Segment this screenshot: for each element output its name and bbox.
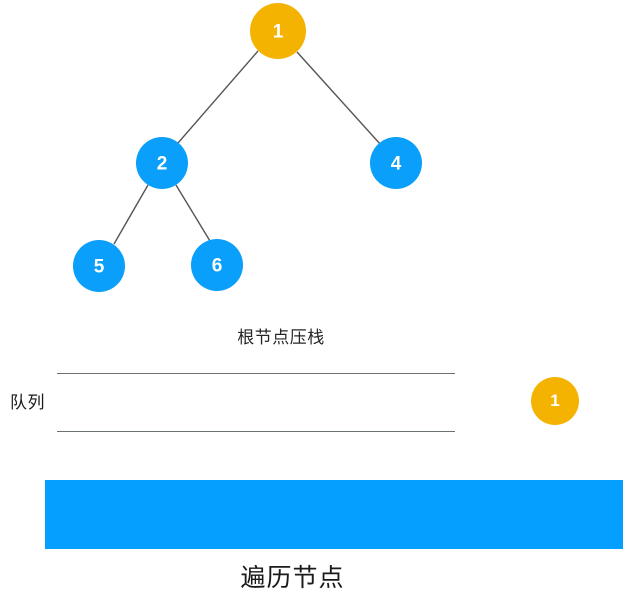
edge-2-5 (113, 184, 149, 245)
queue-rail-top (57, 373, 455, 374)
tree-edges (113, 50, 382, 245)
queue-label: 队列 (10, 393, 45, 412)
node-label: 4 (391, 154, 402, 175)
node-circle[interactable] (73, 240, 125, 292)
tree-node-5[interactable]: 5 (73, 240, 125, 292)
traverse-progress-bar (45, 480, 623, 549)
node-label: 1 (273, 22, 284, 43)
tree-node-6[interactable]: 6 (191, 239, 243, 291)
tree-node-2[interactable]: 2 (136, 137, 188, 189)
node-circle[interactable] (370, 137, 422, 189)
queue-item-1[interactable]: 1 (531, 377, 579, 425)
tree-node-4[interactable]: 4 (370, 137, 422, 189)
node-circle[interactable] (136, 137, 188, 189)
node-circle[interactable] (191, 239, 243, 291)
node-label: 5 (94, 257, 105, 278)
queue-rail-bottom (57, 431, 455, 432)
node-label: 6 (212, 256, 223, 277)
node-circle[interactable] (250, 3, 306, 59)
node-label: 2 (157, 154, 168, 175)
edge-1-2 (177, 50, 259, 144)
traverse-caption: 遍历节点 (240, 564, 345, 592)
binary-tree-graphic: 1 2 4 5 6 (73, 3, 422, 292)
push-root-caption: 根节点压栈 (237, 328, 325, 347)
tree-node-1[interactable]: 1 (250, 3, 306, 59)
edge-2-6 (175, 184, 211, 242)
edge-1-4 (296, 51, 382, 146)
